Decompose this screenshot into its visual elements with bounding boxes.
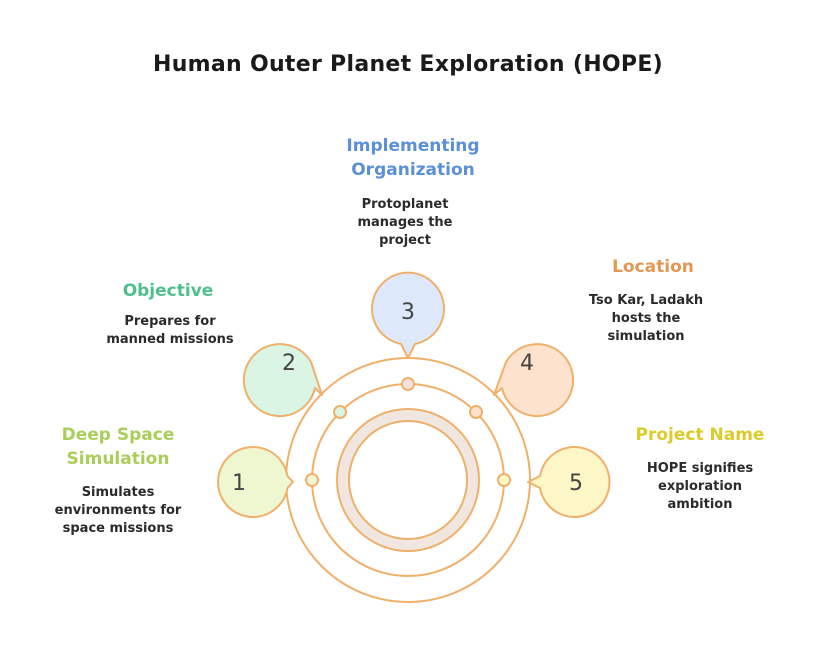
step-5-description: HOPE signifies exploration ambition: [646, 461, 754, 512]
step-2-bubble: 2: [242, 343, 323, 418]
step-3-number: 3: [401, 300, 415, 325]
diagram-title: Human Outer Planet Exploration (HOPE): [152, 52, 664, 77]
ring-dot-4: [469, 405, 483, 419]
ring-dot-2: [333, 405, 347, 419]
step-4-number: 4: [520, 351, 534, 376]
ring-dot-3: [401, 377, 415, 391]
step-4-heading: Location: [612, 257, 694, 277]
step-3-description: Protoplanet manages the project: [357, 197, 453, 248]
step-1-heading: Deep Space Simulation: [61, 425, 175, 469]
step-1-description: Simulates environments for space mission…: [54, 485, 182, 536]
ring-dot-5: [497, 473, 511, 487]
step-4-description: Tso Kar, Ladakh hosts the simulation: [588, 293, 704, 344]
step-4-bubble: 4: [493, 343, 575, 418]
step-5-bubble: 5: [527, 446, 611, 518]
inner-ring-core: [348, 420, 468, 540]
step-5-number: 5: [569, 471, 583, 496]
step-3-heading: Implementing Organization: [346, 136, 480, 180]
step-5-heading: Project Name: [635, 425, 765, 445]
step-2-number: 2: [282, 351, 296, 376]
step-1-bubble: 1: [217, 446, 294, 518]
step-3-bubble: 3: [371, 271, 445, 359]
ring-dot-1: [305, 473, 319, 487]
step-2-heading: Objective: [122, 281, 214, 301]
step-2-description: Prepares for manned missions: [106, 314, 234, 347]
step-1-number: 1: [232, 471, 246, 496]
